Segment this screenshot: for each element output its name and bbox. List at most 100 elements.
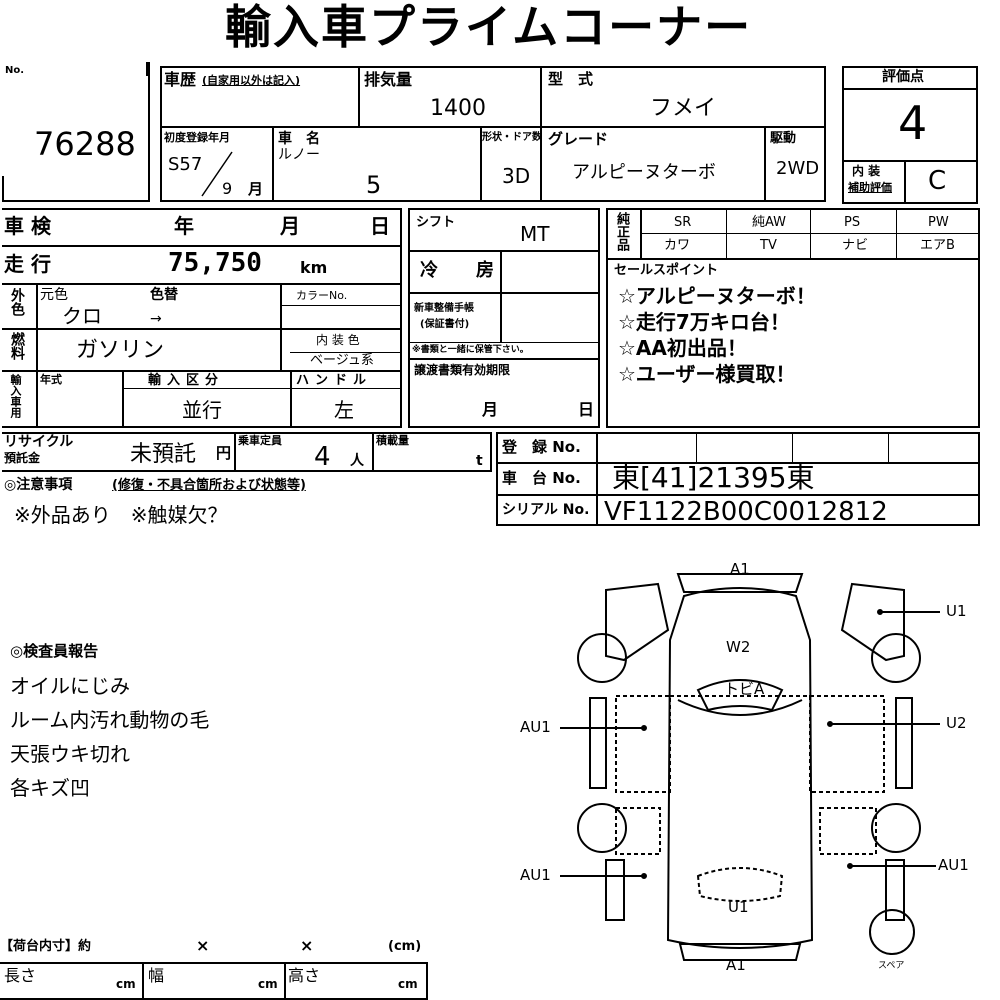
mark-tobi: トビA: [724, 680, 765, 698]
transfer-month: 月: [482, 400, 499, 419]
car-maker: ルノー: [278, 147, 320, 163]
drive-label: 駆動: [770, 131, 797, 146]
import-division-value: 並行: [182, 398, 222, 422]
sales-point-2: ☆走行7万キロ台！: [618, 310, 790, 334]
capacity-label: 乗車定員: [238, 434, 282, 447]
recycle-value: 未預託: [130, 442, 197, 467]
interior-color-label: 内 装 色: [316, 333, 360, 347]
equip-navi: ナビ: [842, 238, 869, 253]
first-reg-month-unit: 月: [248, 180, 264, 198]
inspection-year: 年: [174, 214, 194, 238]
sales-point-3: ☆AA初出品！: [618, 336, 747, 360]
cargo-width-label: 幅: [148, 966, 165, 985]
cargo-label: 【荷台内寸】約: [0, 939, 92, 954]
mark-au1-left-2: AU1: [520, 866, 551, 884]
cargo-unit: (cm): [388, 939, 422, 954]
fuel-value: ガソリン: [76, 338, 165, 363]
score-box: [842, 66, 978, 204]
windshield: [696, 679, 784, 712]
grade-value: アルピーヌターボ: [572, 162, 716, 183]
registration-label: 登 録 No.: [502, 438, 581, 456]
car-damage-diagram: [560, 573, 940, 961]
sales-point-1: ☆アルピーヌターボ！: [618, 284, 816, 308]
repaint-arrow: →: [150, 311, 162, 327]
load-unit: t: [476, 453, 483, 469]
handle-value: 左: [334, 398, 354, 422]
repaint-label: 色替: [150, 287, 178, 303]
left-rear-wheel: [577, 803, 627, 853]
capacity-unit: 人: [350, 453, 364, 469]
sales-points-label: セールスポイント: [614, 263, 719, 278]
service-book-sublabel: (保証書付): [420, 319, 470, 330]
rear-bumper: [678, 943, 802, 961]
score-label: 評価点: [882, 69, 924, 85]
body-doors-value: 3D: [502, 164, 531, 188]
history-note: (自家用以外は記入): [202, 74, 301, 87]
equip-sr: SR: [674, 215, 692, 230]
service-book-label: 新車整備手帳: [414, 303, 474, 314]
model-type-value: フメイ: [650, 96, 717, 121]
original-color-value: クロ: [62, 304, 102, 328]
cargo-table: [0, 962, 428, 1000]
first-reg-label: 初度登録年月: [164, 131, 230, 144]
mark-u2-right: U2: [946, 714, 967, 732]
cargo-width-unit: cm: [258, 977, 278, 991]
displacement-value: 1400: [430, 96, 486, 121]
recycle-unit: 円: [216, 444, 232, 462]
right-front-wheel: [871, 633, 921, 683]
serial-value: VF1122B00C0012812: [604, 497, 888, 527]
equip-airbag: エアB: [920, 238, 955, 253]
left-front-wheel: [577, 633, 627, 683]
interior-sublabel: 補助評価: [848, 181, 892, 194]
equip-tv: TV: [760, 238, 777, 253]
spec-table: [2, 208, 402, 428]
stock-number: 76288: [34, 125, 136, 163]
chassis-value: 東[41]21395東: [612, 461, 815, 494]
score-value: 4: [898, 96, 928, 150]
capacity-value: 4: [314, 442, 331, 472]
mark-u1-right: U1: [946, 602, 967, 620]
front-bumper: [676, 573, 804, 593]
mark-a1-top: A1: [730, 560, 750, 578]
left-sill-front: [589, 697, 607, 789]
notes-label: ◎注意事項: [4, 477, 73, 493]
inspector-line-3: 天張ウキ切れ: [10, 742, 130, 766]
first-reg-month: 9: [222, 179, 233, 198]
aircon-label: 冷 房: [420, 260, 504, 281]
page-title: 輸入車プライムコーナー: [225, 0, 753, 54]
original-color-label: 元色: [40, 287, 68, 303]
transfer-label: 譲渡書類有効期限: [414, 363, 511, 377]
model-type-label: 型 式: [548, 70, 594, 88]
recycle-label: リサイクル: [4, 434, 74, 450]
drive-value: 2WD: [776, 158, 820, 179]
handle-label: ハンドル: [296, 373, 373, 388]
cargo-length-unit: cm: [116, 977, 136, 991]
right-front-fender: [840, 582, 905, 662]
inspection-month: 月: [280, 214, 300, 238]
spare-label: スペア: [878, 961, 905, 971]
car-model: 5: [366, 171, 382, 199]
import-year-label: 年式: [40, 373, 62, 386]
body-doors-label: 形状・ドア数: [482, 132, 542, 143]
cargo-times-2: ×: [300, 936, 314, 955]
service-book-note: ※書類と一緒に保管下さい。: [412, 345, 529, 355]
inspection-label: 車 検: [4, 214, 51, 238]
inspector-label: ◎検査員報告: [10, 642, 99, 660]
mileage-unit: km: [300, 258, 328, 277]
exterior-side-label: 外色: [9, 288, 25, 316]
no-label: No.: [5, 65, 25, 76]
right-rear-wheel: [871, 803, 921, 853]
equipment-sales-box: [606, 208, 980, 428]
history-label: 車歴: [164, 70, 197, 89]
mileage-value: 75,750: [168, 248, 262, 278]
interior-score: C: [928, 166, 947, 196]
options-table: [408, 208, 600, 428]
import-side-label: 輸入車用: [9, 374, 22, 418]
recycle-row: [2, 432, 492, 472]
sales-point-4: ☆ユーザー様買取！: [618, 362, 796, 386]
notes-sublabel: (修復・不具合箇所および状態等): [112, 478, 306, 493]
interior-color-value: ベージュ系: [310, 353, 374, 368]
right-sill: [895, 697, 913, 789]
car-name-label: 車 名: [278, 131, 320, 147]
registration-table: [496, 432, 980, 526]
